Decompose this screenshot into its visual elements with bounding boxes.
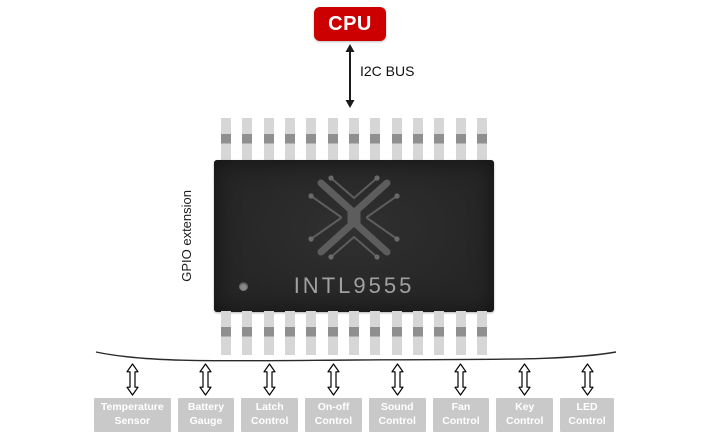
double-arrow-icon — [369, 362, 426, 396]
peripheral-label: Key — [515, 401, 535, 413]
chip-pin — [434, 118, 445, 162]
chip-pin — [221, 311, 231, 355]
chip-pins-top — [221, 118, 487, 162]
cpu-label: CPU — [328, 12, 372, 35]
gpio-extension-label: GPIO extension — [178, 190, 194, 282]
peripheral-box-battery-gauge: Battery Gauge — [177, 398, 235, 433]
chip-pin — [221, 118, 231, 162]
chip-pin — [455, 311, 466, 355]
chip-body: INTL9555 — [214, 160, 494, 312]
chip-pin — [434, 311, 445, 355]
chip-logo-icon — [308, 175, 400, 260]
peripheral-label: Control — [506, 414, 544, 427]
chip-pin — [263, 311, 274, 355]
chip-pin — [306, 118, 317, 162]
chip-pin — [412, 118, 423, 162]
peripheral-box-sound-control: Sound Control — [368, 398, 426, 433]
chip-pin — [476, 311, 487, 355]
chip-pin — [370, 311, 381, 355]
double-arrow-icon — [178, 362, 235, 396]
double-arrow-icon — [433, 362, 490, 396]
peripheral-box-led-control: LED Control — [560, 398, 614, 433]
chip-pin — [327, 118, 338, 162]
peripheral-arrows-row — [94, 362, 614, 396]
peripheral-label: Latch — [255, 401, 284, 413]
peripheral-label: Fan — [451, 401, 471, 413]
peripheral-box-on-off-control: On-off Control — [305, 398, 362, 433]
double-arrow-icon — [94, 362, 171, 396]
chip-pin — [412, 311, 423, 355]
peripherals-row: Temperature Sensor Battery Gauge Latch C… — [94, 398, 614, 433]
chip-pins-bottom — [221, 311, 487, 355]
double-arrow-icon — [305, 362, 362, 396]
peripheral-box-key-control: Key Control — [496, 398, 554, 433]
fanout-brace-curve — [95, 351, 617, 362]
double-arrow-icon — [496, 362, 553, 396]
chip-part-number: INTL9555 — [293, 273, 415, 298]
chip-pin — [348, 118, 359, 162]
chip-pin — [242, 118, 253, 162]
peripheral-label: LED — [576, 401, 598, 413]
peripheral-label: Sensor — [114, 414, 151, 427]
double-arrow-icon — [241, 362, 298, 396]
peripheral-box-temperature-sensor: Temperature Sensor — [94, 398, 171, 433]
chip-pin — [284, 118, 295, 162]
chip-pin — [391, 118, 402, 162]
chip-pin — [327, 311, 338, 355]
double-arrow-icon — [560, 362, 614, 396]
chip-pin — [391, 311, 402, 355]
chip-pin — [455, 118, 466, 162]
chip-pin — [348, 311, 359, 355]
pin1-indicator-dot — [239, 282, 248, 291]
chip-pin — [284, 311, 295, 355]
chip-pin — [476, 118, 487, 162]
chip-pin — [263, 118, 274, 162]
peripheral-label: On-off — [317, 401, 350, 413]
peripheral-label: Control — [568, 414, 606, 427]
chip-pin — [242, 311, 253, 355]
peripheral-box-fan-control: Fan Control — [432, 398, 490, 433]
peripheral-label: Control — [314, 414, 353, 427]
chip-pin — [370, 118, 381, 162]
i2c-bus-arrow-icon — [345, 44, 355, 108]
peripheral-label: Temperature — [100, 401, 164, 413]
chip-pin — [306, 311, 317, 355]
peripheral-label: Battery — [187, 401, 225, 413]
i2c-bus-label: I2C BUS — [360, 63, 415, 79]
peripheral-label: Control — [251, 414, 289, 427]
peripheral-label: Control — [378, 414, 416, 427]
peripheral-label: Gauge — [189, 414, 223, 427]
cpu-box: CPU — [314, 7, 386, 41]
peripheral-label: Control — [442, 414, 480, 427]
peripheral-box-latch-control: Latch Control — [241, 398, 299, 433]
peripheral-label: Sound — [380, 401, 414, 413]
